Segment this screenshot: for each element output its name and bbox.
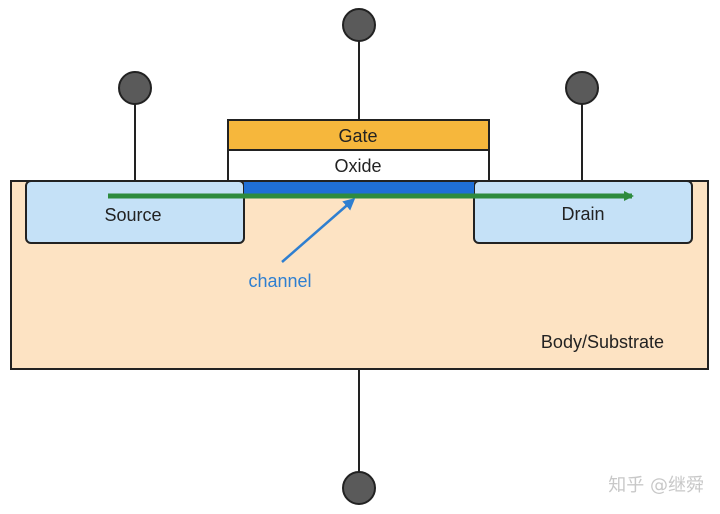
channel-region xyxy=(244,181,474,194)
drain-terminal-icon xyxy=(565,71,599,105)
gate-layer xyxy=(227,119,490,151)
drain-label: Drain xyxy=(561,204,604,224)
oxide-label: Oxide xyxy=(334,156,381,176)
channel-pointer-arrow-icon xyxy=(281,198,356,263)
gate-label: Gate xyxy=(338,126,377,146)
body-substrate-label: Body/Substrate xyxy=(541,332,664,352)
source-terminal-icon xyxy=(118,71,152,105)
channel-label: channel xyxy=(248,271,311,291)
body-terminal-icon xyxy=(342,471,376,505)
gate-terminal-icon xyxy=(342,8,376,42)
watermark-text: 知乎 @继舜 xyxy=(608,475,704,496)
source-label: Source xyxy=(104,205,161,225)
